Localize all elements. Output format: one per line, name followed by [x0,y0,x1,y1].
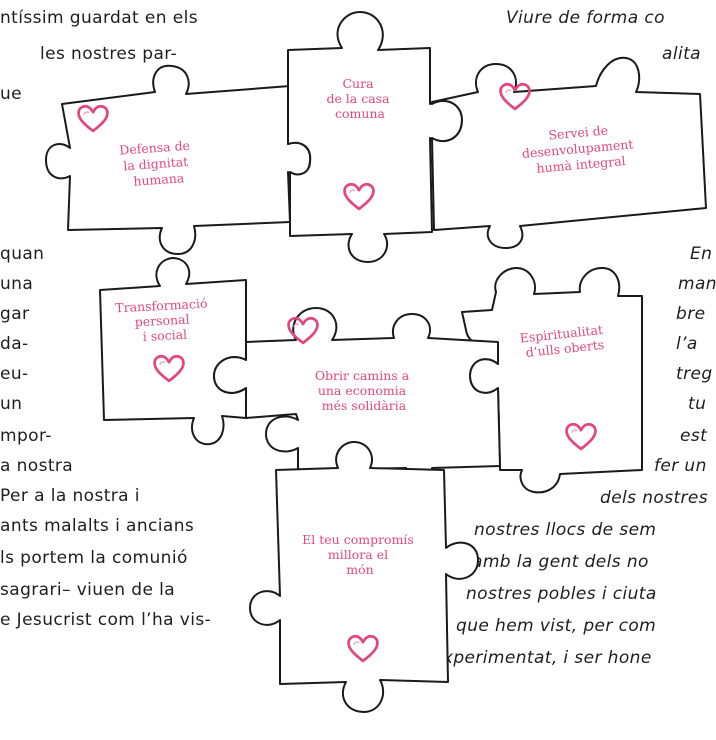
right-text-line: nostres llocs de sem [474,520,657,540]
left-text-line: una [0,274,34,294]
piece-defensa-label: Defensa de la dignitat humana [119,137,197,189]
left-text-line: ue [0,84,23,104]
left-text-line: e Jesucrist com l’ha vis- [0,610,212,630]
right-text-line: bre [676,304,706,324]
right-text-line: experimentat, i ser hone [432,648,652,668]
right-text-line: En [690,244,713,264]
left-text-line: ntíssim guardat en els [0,8,198,28]
left-text-line: mpor- [0,426,52,446]
right-text-line: est [680,426,708,446]
right-text-line: nostres pobles i ciuta [466,584,657,604]
piece-outline [213,307,501,495]
left-text-line: a nostra [0,456,74,476]
piece-transformacio-label: Transformació personal i social [115,295,213,345]
right-text-line: fer un [654,456,707,476]
right-text-line: alita [662,44,701,64]
left-text-line: da- [0,334,29,354]
right-text-line: amb la gent dels no [472,552,649,572]
left-text-line: quan [0,244,45,264]
right-text-line: tu [688,394,707,414]
left-text-line: gar [0,304,30,324]
right-text-line: man [678,274,716,294]
left-text-line: ls portem la comunió [0,548,188,568]
right-text-line: que hem vist, per com [456,616,657,636]
right-text-line: treg [676,364,713,384]
piece-outline [431,56,707,249]
piece-outline [249,441,479,713]
left-text-line: les nostres par- [40,44,178,64]
piece-outline [287,11,463,263]
left-text-line: eu- [0,364,29,384]
right-text-line: Viure de forma co [506,8,665,28]
left-text-line: Per a la nostra i [0,486,140,506]
left-text-line: ants malalts i ancians [0,516,195,536]
piece-compromis-label: El teu compromís millora el món [302,532,418,577]
piece-economia-label: Obrir camins a una economia més solidàri… [315,368,413,413]
left-text-line: un [0,394,23,414]
right-text-line: dels nostres [600,488,709,508]
piece-cura-label: Cura de la casa comuna [326,76,393,121]
right-text-line: l’a [676,334,698,354]
left-text-line: sagrari– viuen de la [0,580,176,600]
piece-outline [99,257,247,446]
